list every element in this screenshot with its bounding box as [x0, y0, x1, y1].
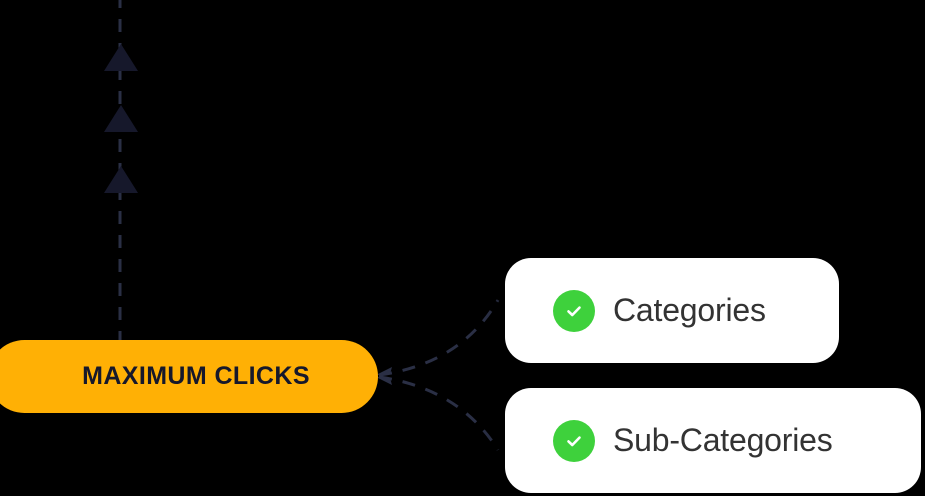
- flow-arrow-icon-3: [104, 166, 138, 193]
- branch-line-categories: [378, 299, 500, 377]
- root-node-maximum-clicks[interactable]: MAXIMUM CLICKS: [0, 340, 378, 413]
- branch-arrowhead-upper: [376, 367, 392, 375]
- check-circle-icon: [553, 289, 595, 332]
- root-node-label: MAXIMUM CLICKS: [82, 362, 310, 390]
- branch-card-categories[interactable]: Categories: [505, 258, 839, 363]
- flow-arrow-icon-1: [104, 44, 138, 71]
- branch-line-subcategories: [378, 375, 500, 451]
- check-circle-icon: [553, 419, 595, 462]
- branch-card-label: Sub-Categories: [613, 422, 833, 458]
- flow-arrow-icon-2: [104, 105, 138, 132]
- branch-card-subcategories[interactable]: Sub-Categories: [505, 388, 921, 493]
- branch-card-label: Categories: [613, 292, 766, 328]
- branch-arrowhead-lower: [376, 377, 392, 385]
